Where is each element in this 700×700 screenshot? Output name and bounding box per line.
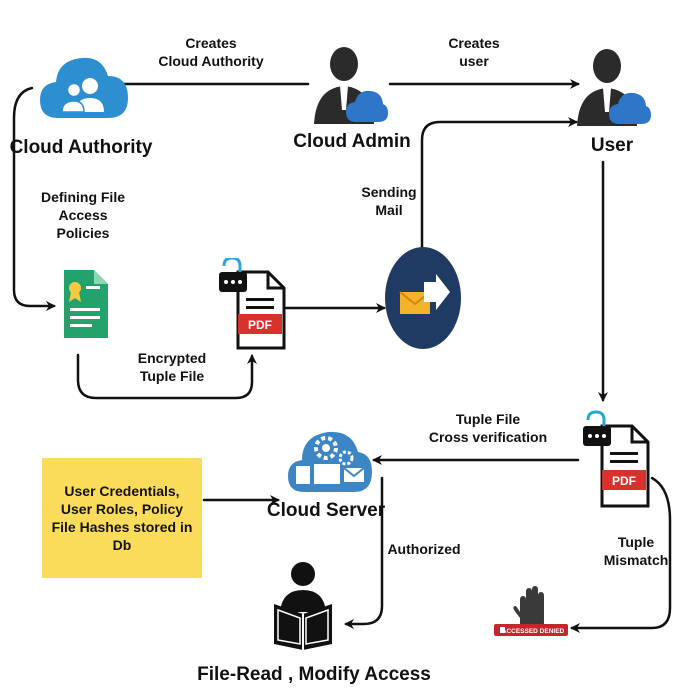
edge-label-authorized: Authorized <box>387 541 461 557</box>
tuple-pdf-icon: PDF <box>580 408 650 508</box>
edge-label-defining-policies: Defining File Access Policies <box>28 188 138 243</box>
edge-label-creates-authority: Creates Cloud Authority <box>150 34 272 70</box>
reader-icon <box>270 560 336 650</box>
mail-icon <box>384 246 462 350</box>
arrow-server-to-reader <box>344 476 384 629</box>
access-denied-label: ACCESSED DENIED <box>502 628 565 635</box>
edge-label-sending-mail: Sending Mail <box>354 183 424 219</box>
pdf-label: PDF <box>248 318 272 332</box>
arrow-mail-to-user <box>420 117 578 250</box>
node-label-user: User <box>590 135 634 156</box>
edge-label-line: Tuple <box>617 534 655 550</box>
user-icon <box>575 42 651 128</box>
cloud-authority-icon <box>38 48 130 126</box>
edge-label-line: Policies <box>56 225 110 242</box>
db-note: User Credentials, User Roles, Policy Fil… <box>42 458 202 578</box>
edge-label-tuple-cross: Tuple File Cross verification <box>420 410 556 446</box>
edge-label-line: Cloud Authority <box>158 53 264 70</box>
access-denied-icon: ACCESSED DENIED <box>492 584 570 640</box>
arrow-policy-to-encrypted <box>76 353 257 400</box>
encrypted-pdf-icon: PDF <box>216 258 286 350</box>
edge-label-encrypted-tuple: Encrypted Tuple File <box>122 349 222 385</box>
edge-label-line: Mismatch <box>603 552 669 569</box>
edge-label-line: Encrypted <box>137 350 207 366</box>
edge-label-creates-user: Creates user <box>434 34 514 70</box>
pdf-label: PDF <box>612 474 636 488</box>
edge-label-line: Sending <box>361 184 417 200</box>
edge-label-line: Defining File <box>41 189 125 205</box>
node-label-cloud-server: Cloud Server <box>266 500 386 521</box>
cloud-admin-icon <box>310 40 388 126</box>
node-label-cloud-admin: Cloud Admin <box>293 131 411 152</box>
edge-label-line: Mail <box>375 202 403 219</box>
edge-label-line: Access <box>58 207 108 224</box>
arrow-authority-to-policy <box>12 86 56 311</box>
edge-label-line: Tuple File <box>139 368 205 385</box>
edge-label-line: user <box>459 53 489 70</box>
node-label-file-access: File-Read , Modify Access <box>197 664 431 685</box>
node-label-cloud-authority: Cloud Authority <box>9 137 153 158</box>
arrow-tuple-to-denied <box>570 476 672 633</box>
edge-label-line: Creates <box>448 35 500 51</box>
edge-label-line: Creates <box>185 35 237 51</box>
cloud-server-icon <box>286 418 374 498</box>
edge-label-line: Cross verification <box>428 429 548 446</box>
edge-label-tuple-mismatch: Tuple Mismatch <box>594 533 678 569</box>
edge-label-line: Tuple File <box>455 411 521 427</box>
policy-document-icon <box>60 268 110 340</box>
